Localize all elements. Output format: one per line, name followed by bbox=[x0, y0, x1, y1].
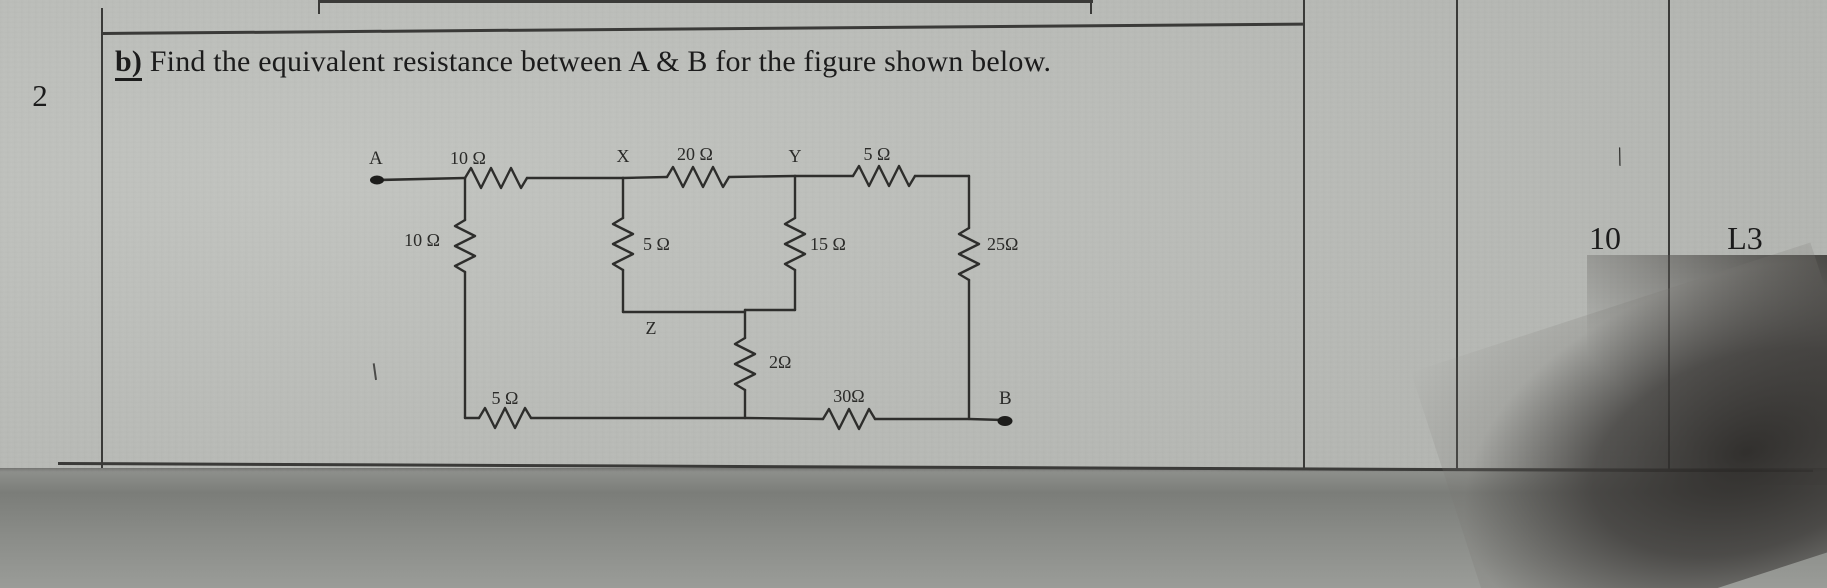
resistor-15ohm-symbol bbox=[783, 216, 807, 272]
resistor-30ohm-symbol bbox=[821, 407, 877, 431]
resistor-10ohm-top-symbol bbox=[463, 166, 529, 190]
question-body-text: Find the equivalent resistance between A… bbox=[149, 45, 1052, 78]
question-text-block: b) Find the equivalent resistance betwee… bbox=[115, 42, 1295, 82]
resistor-label-5ohm-bottom: 5 Ω bbox=[492, 388, 519, 408]
circuit-diagram-svg: A B X Y Z 10 Ω 10 Ω 20 Ω 5 Ω 5 Ω 15 Ω 25… bbox=[369, 144, 1018, 431]
corner-shadow bbox=[1587, 255, 1827, 485]
resistor-label-20ohm: 20 Ω bbox=[677, 144, 713, 164]
resistor-label-5ohm-top: 5 Ω bbox=[864, 144, 891, 164]
table-line-top-fragment-left bbox=[318, 0, 320, 14]
node-label-Z: Z bbox=[646, 318, 657, 338]
question-part-label: b) bbox=[115, 45, 143, 81]
wire-A-to-10ohm bbox=[375, 176, 467, 182]
terminal-dot-A bbox=[370, 175, 384, 185]
level-value: L3 bbox=[1727, 220, 1763, 256]
wire-X-to-20ohm bbox=[621, 175, 669, 180]
resistor-label-10ohm-left: 10 Ω bbox=[404, 230, 440, 250]
circuit-diagram: A B X Y Z 10 Ω 10 Ω 20 Ω 5 Ω 5 Ω 15 Ω 25… bbox=[355, 142, 1055, 452]
table-line-top-fragment-horizontal bbox=[318, 0, 1093, 3]
resistor-label-5ohm-mid: 5 Ω bbox=[643, 234, 670, 254]
wire-Z-bottom-to-30ohm bbox=[743, 416, 825, 421]
resistor-label-25ohm: 25Ω bbox=[987, 234, 1018, 254]
terminal-label-B: B bbox=[999, 388, 1012, 409]
resistor-10ohm-left-symbol bbox=[453, 218, 477, 274]
page-bottom-shadow bbox=[0, 472, 1827, 588]
resistor-5ohm-top-symbol bbox=[851, 164, 917, 188]
terminal-dot-B bbox=[997, 416, 1013, 426]
table-line-row-top bbox=[102, 22, 1303, 35]
resistor-2ohm-symbol bbox=[733, 336, 757, 392]
resistor-20ohm-symbol bbox=[665, 165, 731, 189]
wire-20ohm-to-Y bbox=[727, 174, 797, 179]
resistor-label-2ohm: 2Ω bbox=[769, 352, 791, 372]
resistor-label-10ohm-top: 10 Ω bbox=[450, 148, 486, 168]
resistor-25ohm-symbol bbox=[957, 226, 981, 282]
marks-value: 10 bbox=[1589, 220, 1621, 256]
table-line-col-marks bbox=[1303, 0, 1305, 470]
resistor-label-30ohm: 30Ω bbox=[833, 386, 864, 406]
resistor-label-15ohm: 15 Ω bbox=[810, 234, 846, 254]
resistor-5ohm-bottom-symbol bbox=[477, 406, 533, 430]
terminal-label-A: A bbox=[369, 148, 383, 169]
table-line-col-level bbox=[1456, 0, 1458, 470]
resistor-5ohm-mid-symbol bbox=[611, 216, 635, 272]
question-number: 2 bbox=[32, 78, 48, 113]
table-line-col-right bbox=[1668, 0, 1670, 470]
node-label-Y: Y bbox=[789, 146, 802, 166]
stray-pen-mark-right: \ bbox=[1611, 141, 1628, 172]
table-line-col-question-number bbox=[101, 8, 103, 468]
wire-right-to-B bbox=[967, 417, 1005, 422]
node-label-X: X bbox=[617, 146, 630, 166]
table-line-top-fragment-right bbox=[1090, 0, 1092, 14]
